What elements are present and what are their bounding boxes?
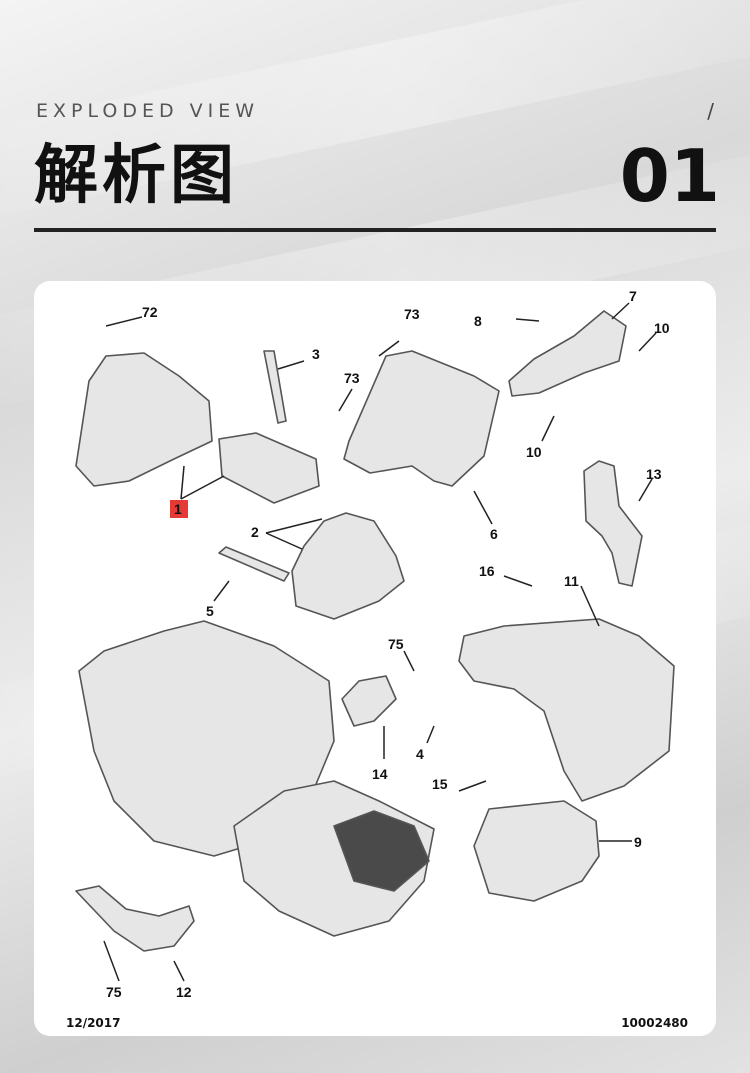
page-number: 01 <box>619 134 720 218</box>
part-12-bracket <box>75 885 195 952</box>
part-6-large-bracket <box>343 350 500 487</box>
part-1-engine-mount <box>75 352 213 487</box>
callout-label: 75 <box>388 636 404 652</box>
diagram-panel: 72 3 73 73 8 7 10 10 1 2 5 6 13 16 11 75… <box>34 281 716 1036</box>
part-11-lower-bracket <box>458 618 675 802</box>
callout-label: 15 <box>432 776 448 792</box>
page-title: 解析图 <box>34 139 238 213</box>
gearbox-mount-dark <box>333 810 430 892</box>
callout-label: 11 <box>564 573 579 589</box>
callout-label: 3 <box>312 346 320 362</box>
part-9-base-plate <box>473 800 600 902</box>
part-13-small-bracket <box>583 460 643 587</box>
callout-label: 16 <box>479 563 495 579</box>
callout-labels: 72 3 73 73 8 7 10 10 1 2 5 6 13 16 11 75… <box>106 288 670 1000</box>
callout-label: 14 <box>372 766 388 782</box>
subtitle: EXPLODED VIEW <box>36 100 260 122</box>
callout-label: 12 <box>176 984 192 1000</box>
slash-mark: / <box>707 99 714 123</box>
part-3-bolt <box>263 350 287 424</box>
callout-label: 6 <box>490 526 498 542</box>
callout-label: 72 <box>142 304 158 320</box>
callout-label: 13 <box>646 466 662 482</box>
part-5-bolt <box>218 546 290 582</box>
callout-label: 8 <box>474 313 482 329</box>
part-14-clamp <box>341 675 397 727</box>
part-7-torque-rod <box>508 310 627 397</box>
callout-label: 7 <box>629 288 637 304</box>
part-1-rubber-block <box>218 432 320 504</box>
highlight-box <box>170 500 188 518</box>
callout-label: 10 <box>654 320 670 336</box>
callout-label: 1 <box>174 501 182 517</box>
callout-label: 73 <box>404 306 420 322</box>
callout-label: 10 <box>526 444 542 460</box>
callout-label: 5 <box>206 603 214 619</box>
callout-label: 4 <box>416 746 424 762</box>
part-2-bracket <box>291 512 405 620</box>
callout-label: 9 <box>634 834 642 850</box>
exploded-view-diagram: 72 3 73 73 8 7 10 10 1 2 5 6 13 16 11 75… <box>75 288 675 1000</box>
diagram-date: 12/2017 <box>66 1016 121 1030</box>
diagram-reference: 10002480 <box>621 1016 688 1030</box>
engine-block <box>78 620 335 857</box>
callout-label: 2 <box>251 524 259 540</box>
title-rule <box>34 228 716 232</box>
callout-label: 73 <box>344 370 360 386</box>
callout-label: 75 <box>106 984 122 1000</box>
